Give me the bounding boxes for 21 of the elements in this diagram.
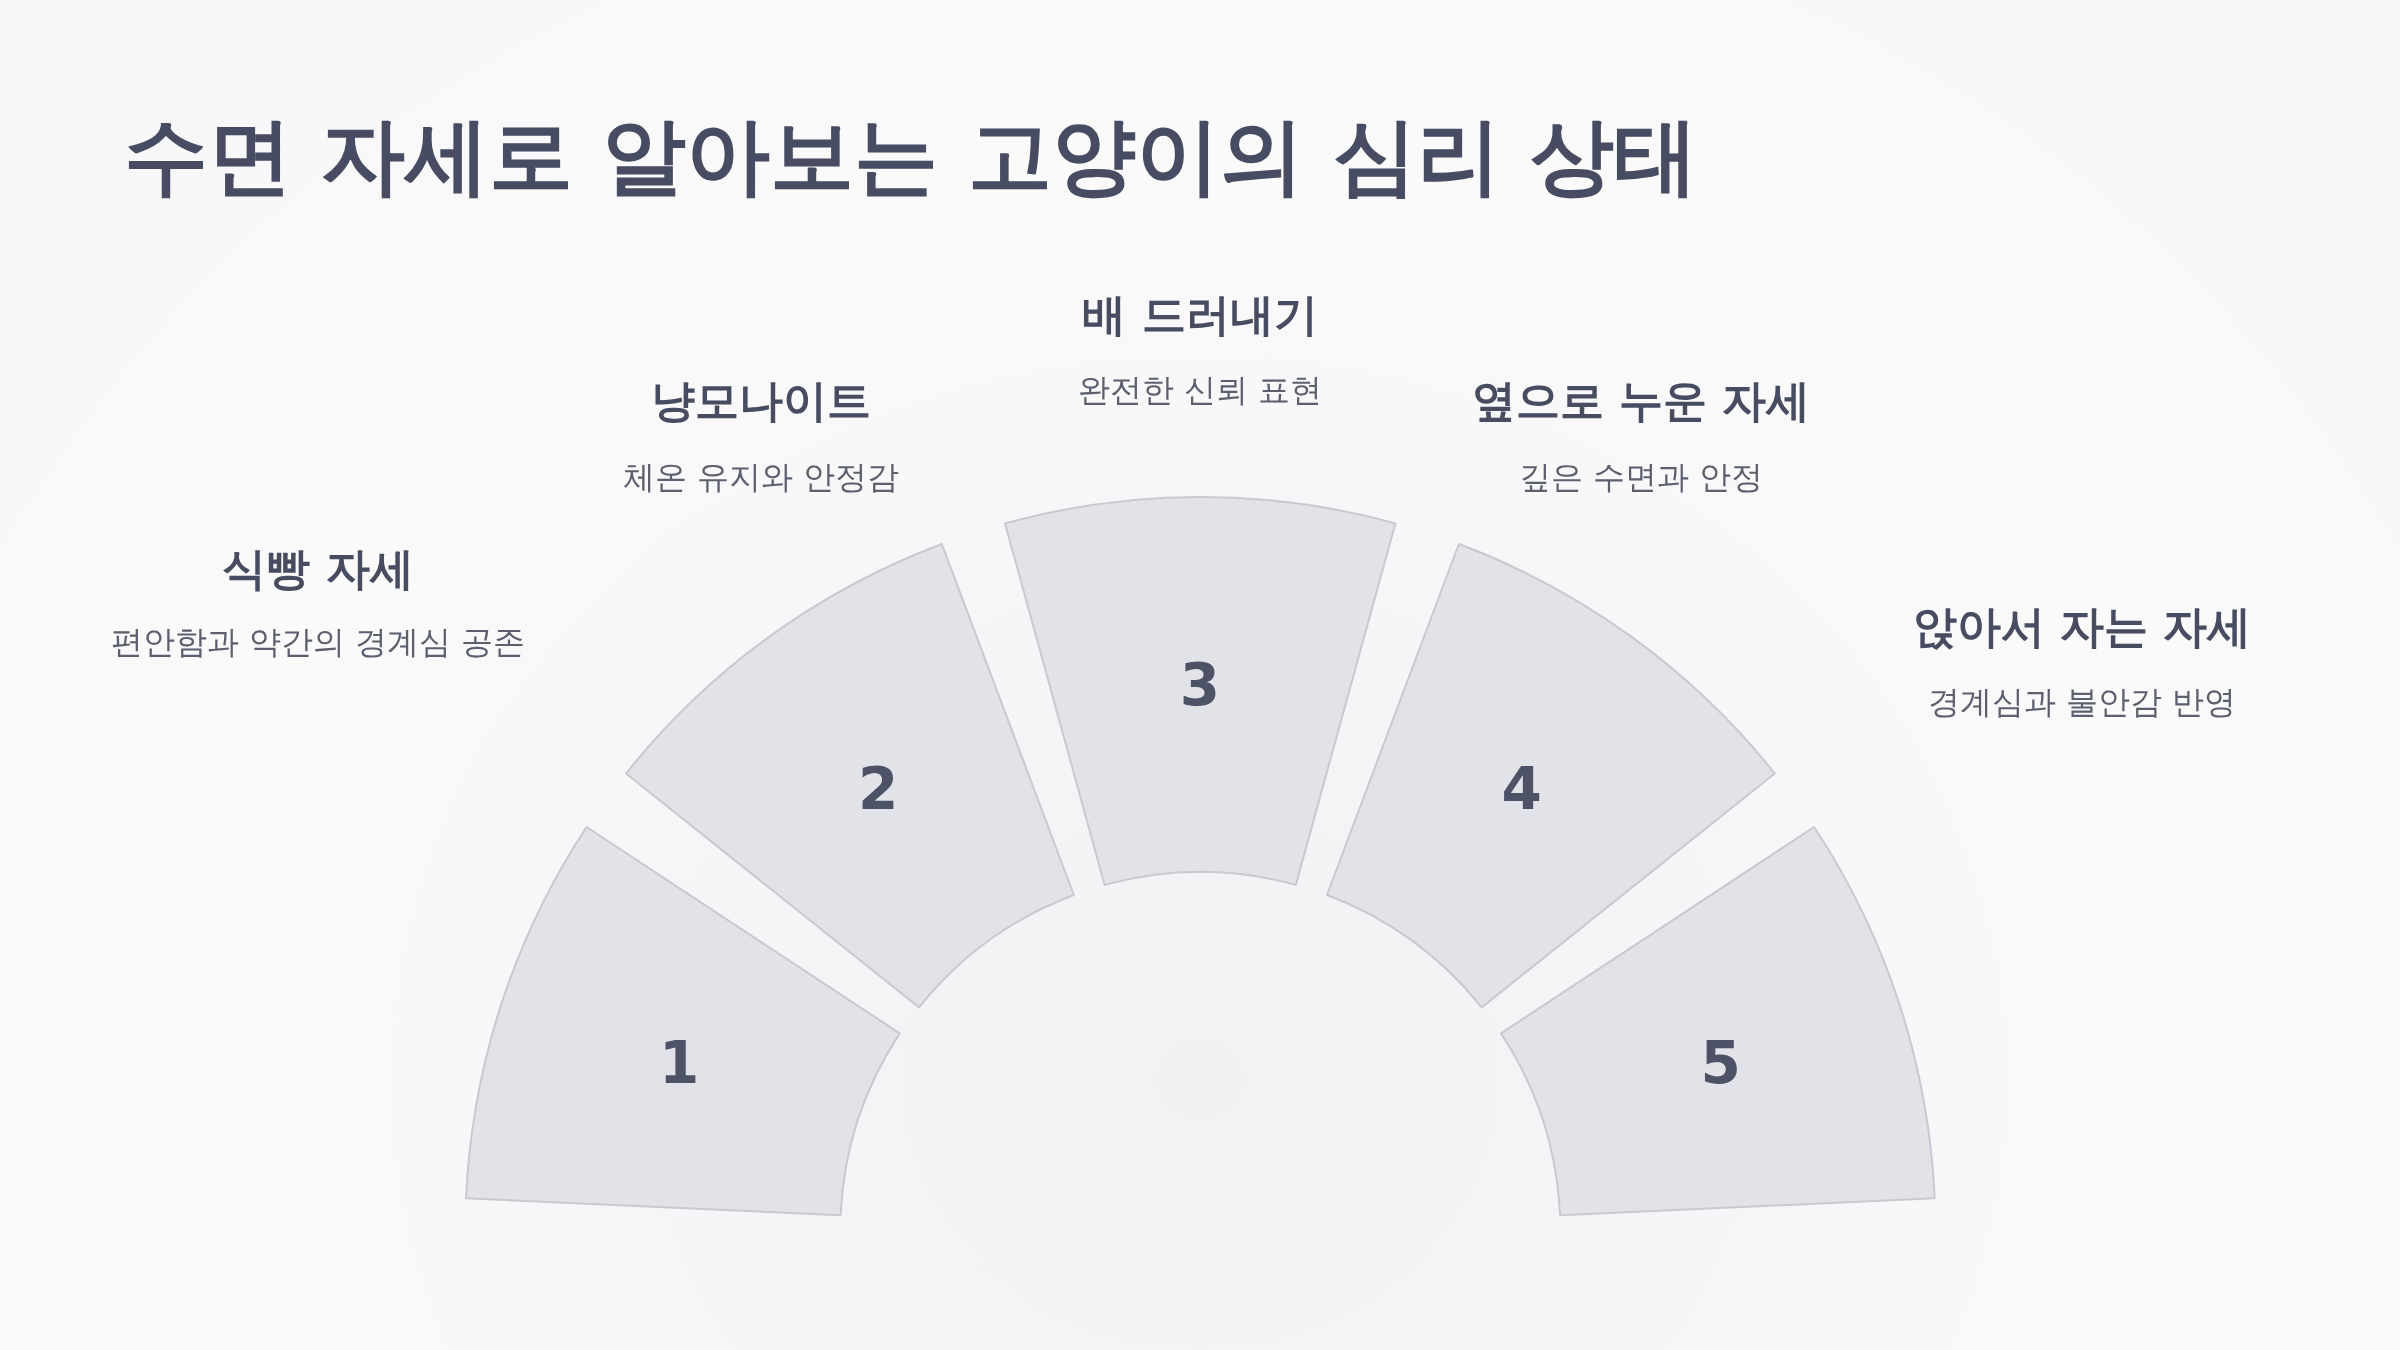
step-number: 1 — [659, 1028, 700, 1097]
step-description: 체온 유지와 안정감 — [621, 457, 901, 498]
arc-segment — [1004, 497, 1396, 885]
title: 수면 자세로 알아보는 고양이의 심리 상태 — [124, 106, 1699, 207]
step-heading: 옆으로 누운 자세 — [1471, 374, 1811, 428]
step-number: 2 — [858, 755, 899, 824]
arc-segment — [625, 544, 1074, 1008]
step-number: 5 — [1700, 1028, 1741, 1097]
step-number: 3 — [1179, 650, 1221, 719]
step-description: 편안함과 약간의 경계심 공존 — [109, 622, 527, 663]
step-description: 깊은 수면과 안정 — [1517, 457, 1765, 498]
arc-segment — [1500, 827, 1935, 1216]
step-heading: 배 드러내기 — [1082, 288, 1318, 342]
step-heading: 냥모나이트 — [651, 374, 871, 428]
arc-segment — [1326, 544, 1775, 1008]
step-number: 4 — [1501, 755, 1542, 824]
step-heading: 식빵 자세 — [222, 542, 414, 596]
step-heading: 앉아서 자는 자세 — [1912, 600, 2252, 654]
step-description: 경계심과 불안감 반영 — [1926, 682, 2238, 723]
step-description: 완전한 신뢰 표현 — [1076, 370, 1324, 411]
arc-segment — [465, 827, 900, 1216]
